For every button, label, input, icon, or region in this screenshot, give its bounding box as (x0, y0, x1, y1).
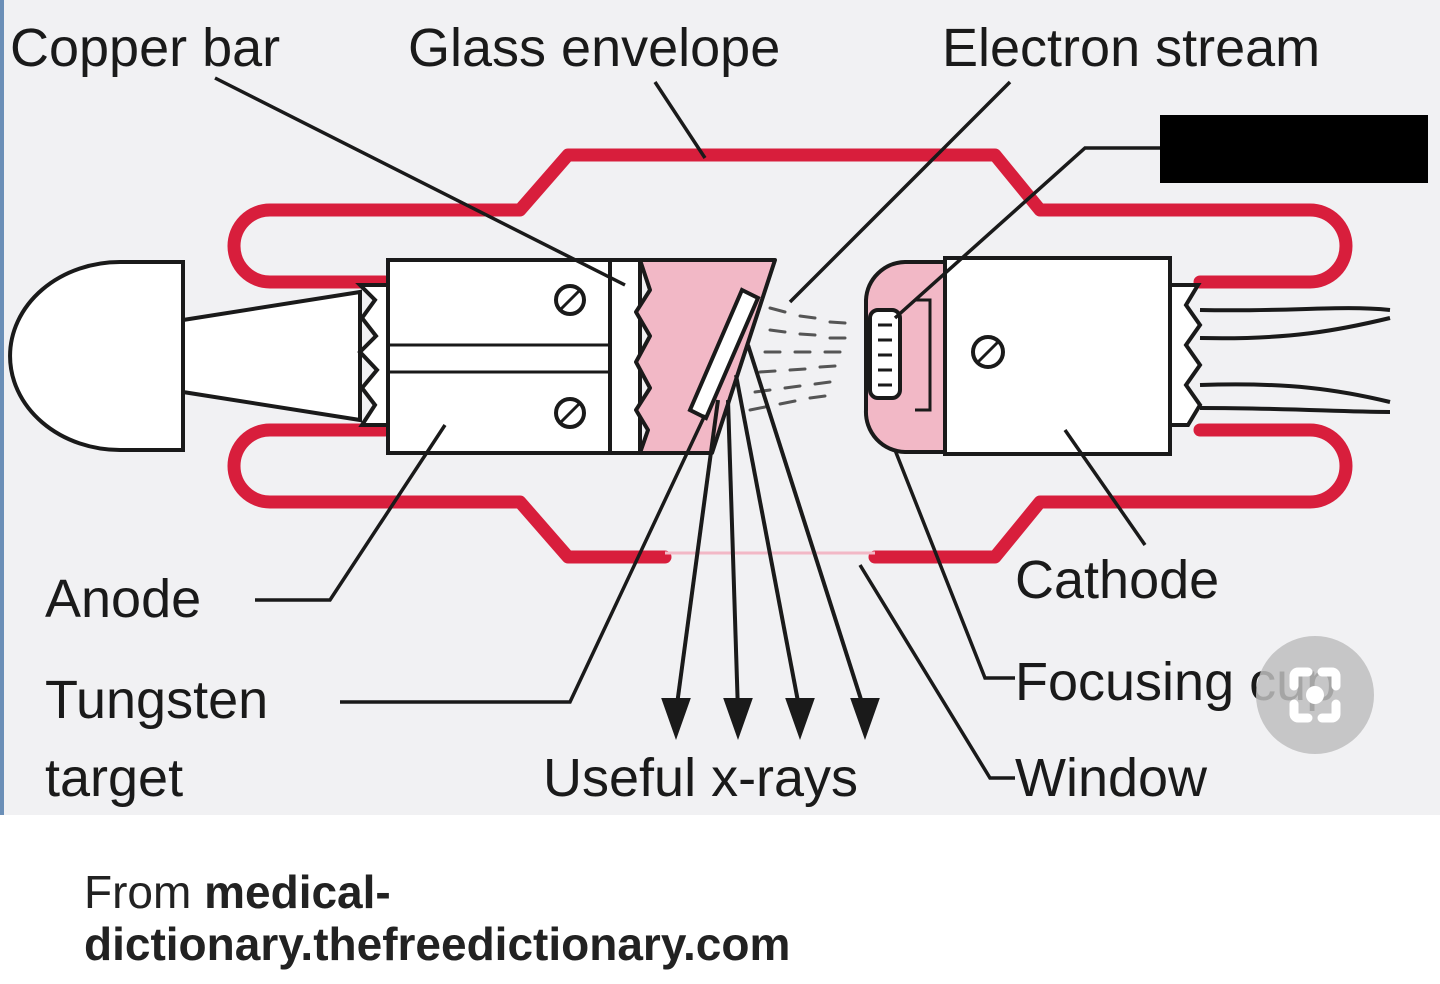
source-caption: From medical- dictionary.thefreedictiona… (84, 866, 1284, 970)
label-tungsten-line2: target (45, 748, 183, 808)
caption-source-line2[interactable]: dictionary.thefreedictionary.com (84, 918, 791, 970)
glass-envelope-leader (653, 81, 707, 159)
diagram-area: Copper bar Glass envelope Electron strea… (0, 0, 1440, 815)
redacted-label-box (1160, 115, 1428, 183)
tungsten-target (687, 287, 761, 421)
label-glass-envelope: Glass envelope (408, 18, 780, 78)
label-tungsten-line1: Tungsten (45, 670, 268, 730)
anode-dome (8, 260, 362, 452)
glass-envelope-bottom-right (868, 423, 1353, 564)
left-edge-border (0, 0, 4, 815)
glass-envelope-bottom-left (227, 423, 672, 564)
anode-block (355, 258, 612, 455)
copper-bar-leader (214, 76, 626, 287)
focusing-cup-leader (893, 449, 1015, 680)
cathode-leader (1063, 429, 1147, 546)
leader-lines (214, 76, 1160, 780)
label-copper-bar: Copper bar (10, 18, 280, 78)
lens-zoom-icon (1289, 667, 1341, 723)
label-cathode: Cathode (1015, 550, 1219, 610)
cathode-black-label-leader (893, 146, 1160, 320)
glass-envelope (227, 148, 1353, 564)
zoom-lens-button[interactable] (1256, 636, 1374, 754)
useful-xray-arrows (661, 344, 880, 741)
label-useful-xrays: Useful x-rays (543, 748, 858, 808)
anode-leader (255, 424, 447, 602)
xray-tube-diagram: Copper bar Glass envelope Electron strea… (8, 18, 1428, 808)
caption-prefix: From (84, 866, 205, 918)
cathode-leads (1199, 306, 1391, 414)
label-window: Window (1015, 748, 1208, 808)
window-leader (858, 564, 1015, 780)
label-anode: Anode (45, 569, 201, 629)
electron-stream-leader (788, 80, 1012, 304)
cathode (863, 256, 1203, 456)
glass-envelope-top (227, 148, 1353, 289)
tungsten-leader (340, 414, 707, 704)
label-electron-stream: Electron stream (942, 18, 1320, 78)
copper-bar (608, 258, 777, 455)
caption-source-line1[interactable]: medical- (204, 866, 391, 918)
